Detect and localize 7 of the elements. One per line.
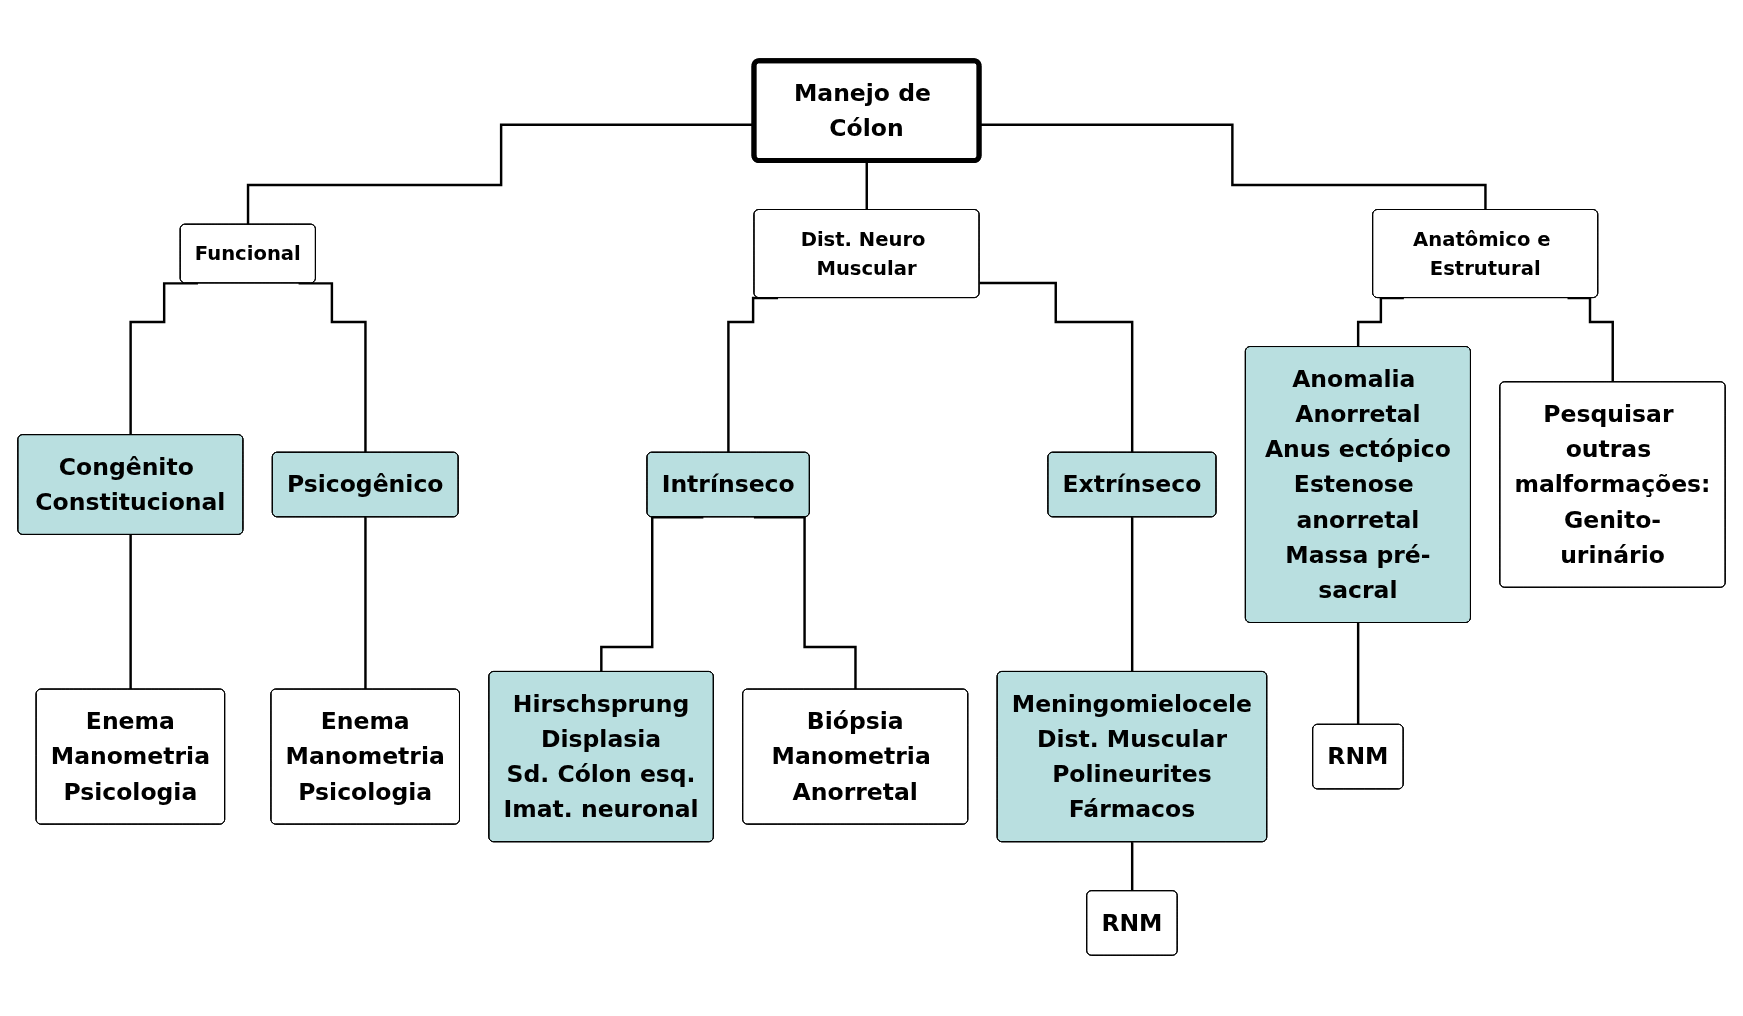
- connector: [753, 516, 857, 691]
- connector: [727, 296, 779, 454]
- connector: [1356, 621, 1360, 726]
- connector: [298, 282, 367, 454]
- connector: [979, 281, 1134, 454]
- connector: [364, 516, 367, 691]
- connector: [129, 533, 133, 691]
